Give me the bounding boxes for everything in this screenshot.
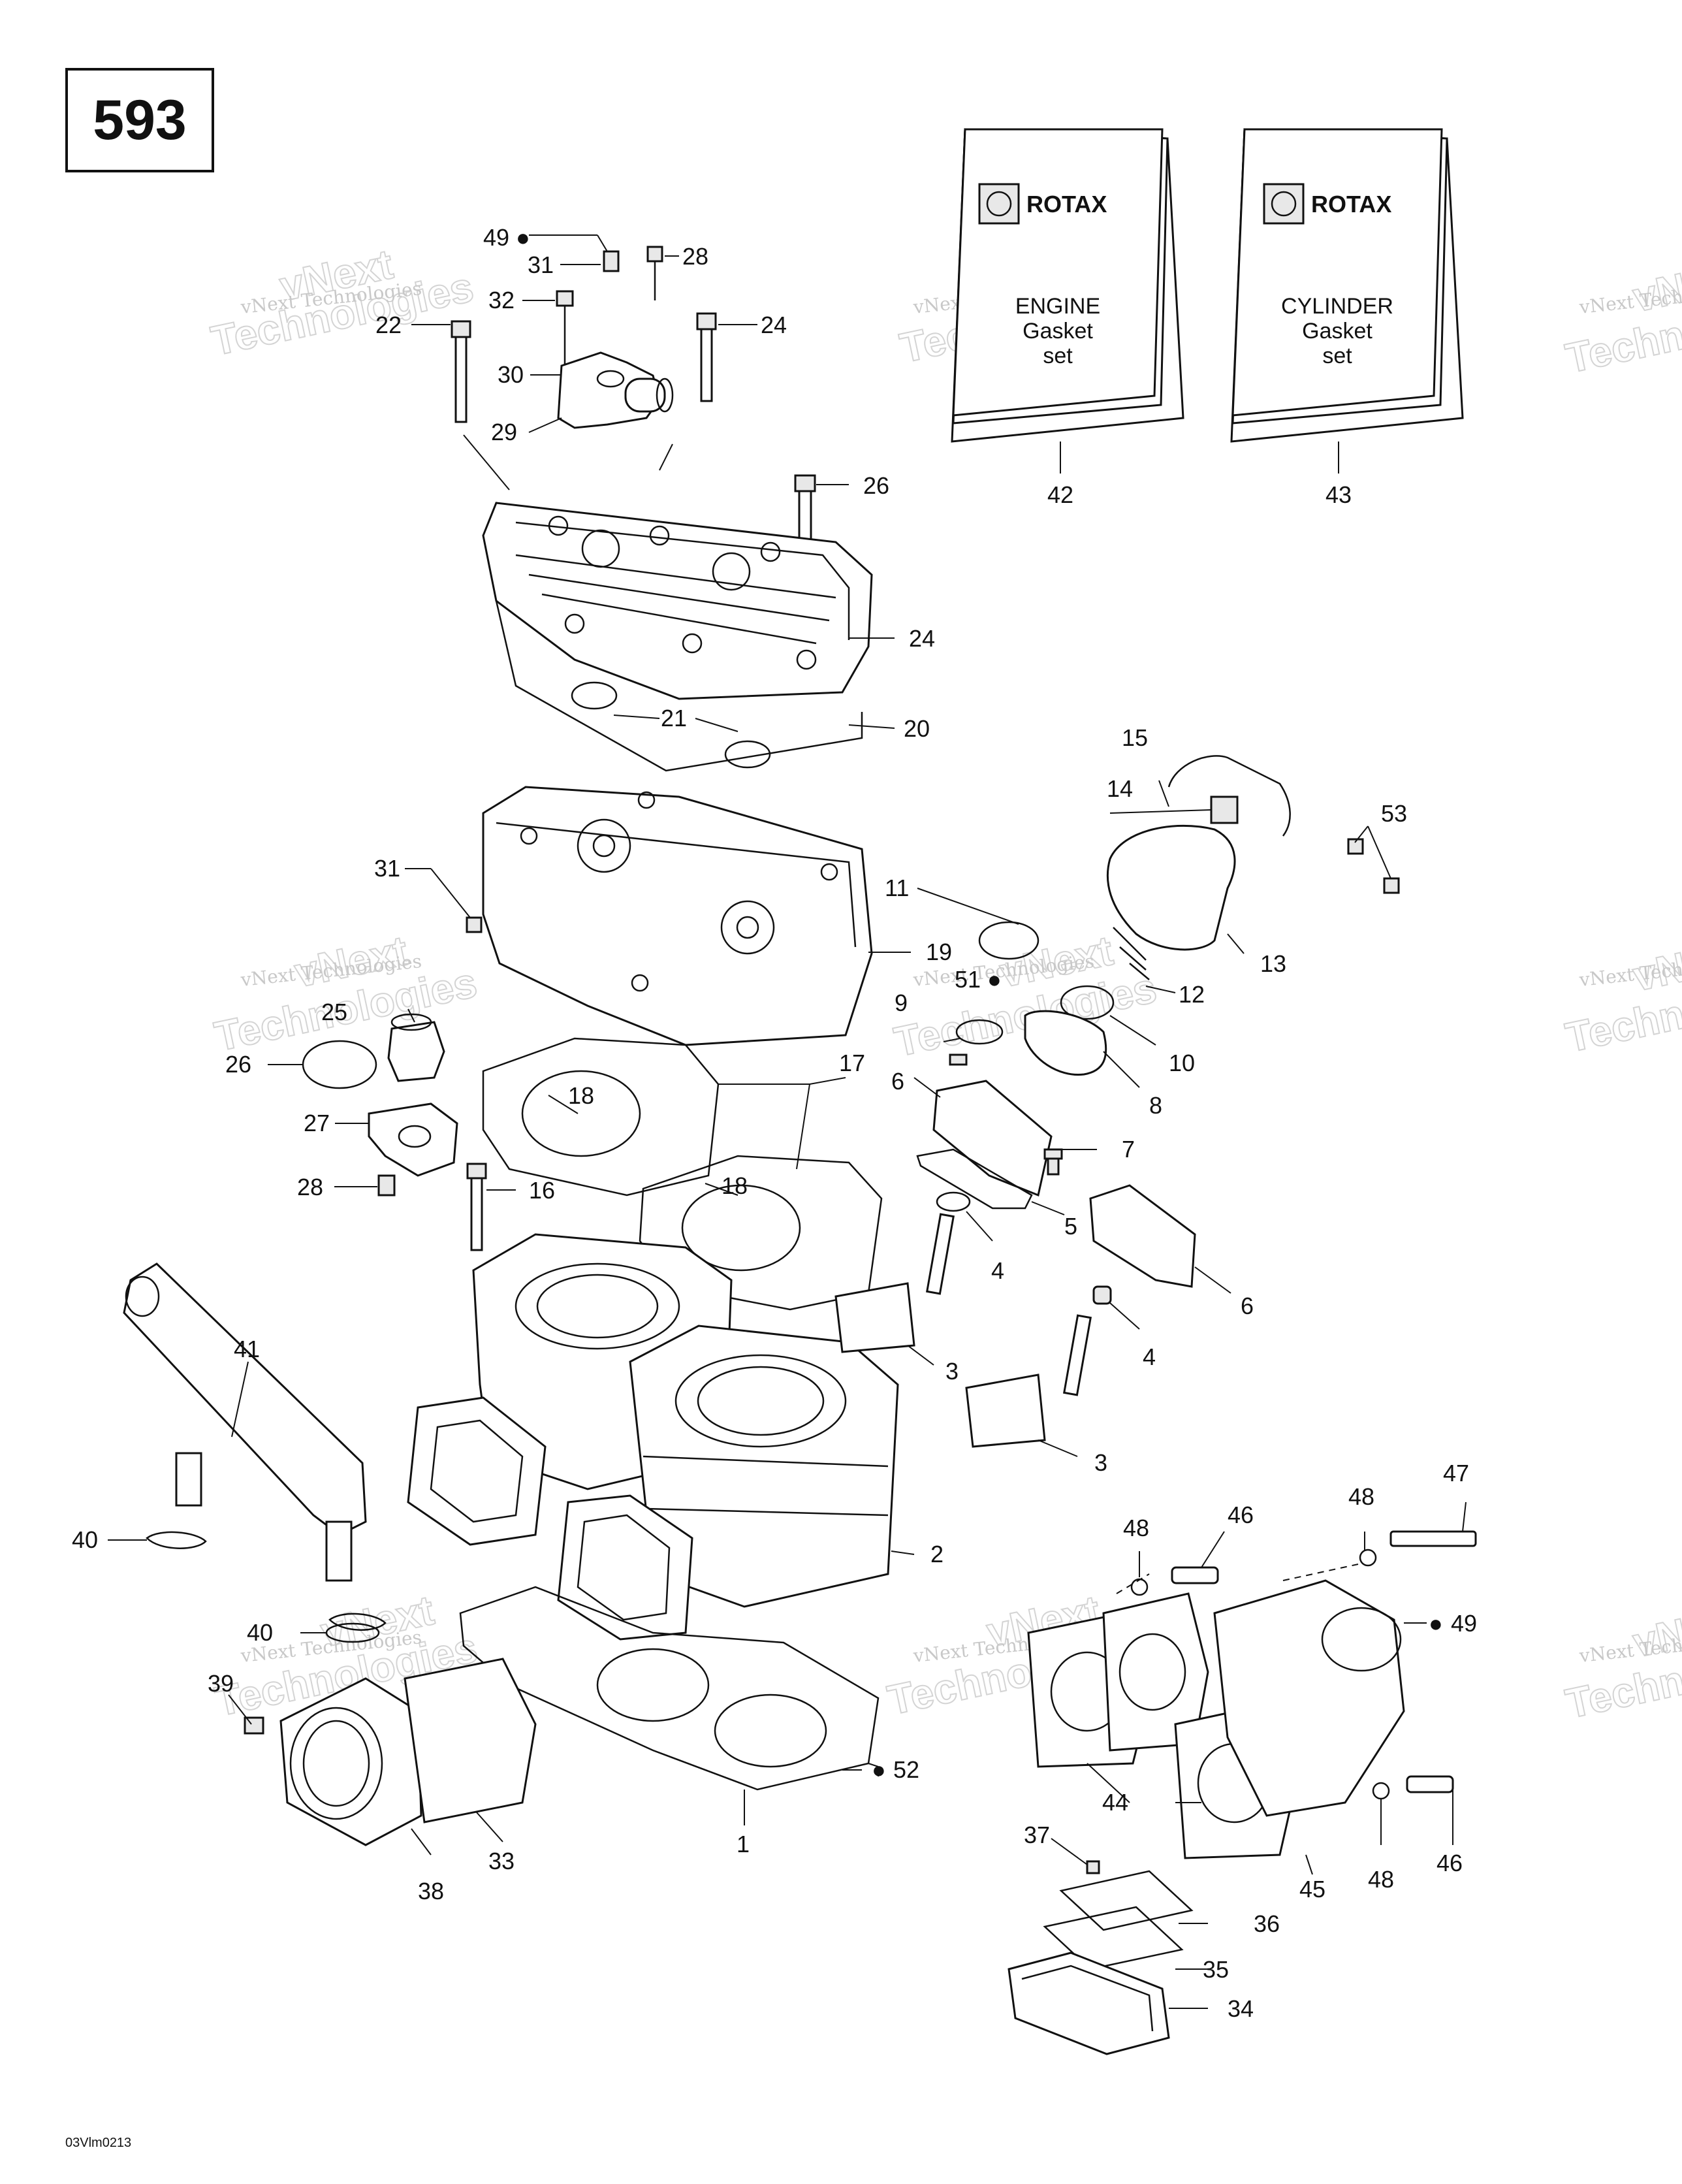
kit-subtitle: set	[1043, 344, 1073, 368]
callout-44: 44	[1102, 1789, 1128, 1816]
rotax-logo: ROTAX	[1026, 191, 1107, 217]
callout-8: 8	[1149, 1092, 1162, 1119]
callout-24: 24	[761, 312, 787, 338]
thermostat-assembly	[302, 1013, 458, 1196]
callout-45: 45	[1299, 1876, 1325, 1903]
reed-valve-stack	[1008, 1860, 1194, 2055]
callout-label: 42	[1047, 481, 1073, 508]
callout-4: 4	[1143, 1343, 1156, 1370]
callout-52: 52	[893, 1756, 919, 1783]
callout-46: 46	[1436, 1850, 1463, 1876]
callout-27: 27	[304, 1110, 330, 1136]
callout-11: 11	[885, 875, 909, 901]
callout-29: 29	[491, 419, 517, 445]
callout-33: 33	[488, 1848, 515, 1874]
callout-19: 19	[926, 939, 952, 965]
callout-49: 49	[1451, 1610, 1477, 1637]
cylinder-head	[466, 786, 873, 1046]
callout-18: 18	[722, 1172, 748, 1199]
callout-25: 25	[321, 999, 347, 1025]
callout-28: 28	[297, 1174, 323, 1200]
callout-37: 37	[1024, 1822, 1050, 1848]
drop-icon: ●	[872, 1756, 886, 1783]
callout-46: 46	[1228, 1502, 1254, 1528]
callout-9: 9	[895, 989, 908, 1016]
callout-2: 2	[930, 1541, 944, 1567]
callout-28: 28	[682, 243, 708, 270]
callout-20: 20	[904, 715, 930, 742]
exhaust-valves	[834, 1213, 1092, 1448]
callout-35: 35	[1203, 1956, 1229, 1983]
callout-53: 53	[1381, 800, 1407, 827]
callout-numbers: 49 ● 31 28 32 22 24 30 29 26 24 21 20 31…	[72, 224, 1477, 2022]
callout-48: 48	[1123, 1515, 1149, 1541]
callout-49: 49	[483, 224, 509, 251]
kit-subtitle: Gasket	[1302, 319, 1373, 344]
callout-3: 3	[1094, 1449, 1107, 1476]
page-number-box: 593	[65, 68, 214, 172]
callout-1: 1	[737, 1831, 750, 1857]
callout-17: 17	[839, 1050, 865, 1076]
callout-18: 18	[568, 1082, 594, 1109]
callout-15: 15	[1122, 724, 1148, 751]
drop-icon: ●	[1429, 1610, 1443, 1637]
callout-31: 31	[528, 251, 554, 278]
callout-label: 43	[1325, 481, 1352, 508]
callout-24: 24	[909, 625, 935, 652]
callout-21: 21	[661, 705, 687, 731]
figure-code: 03Vlm0213	[65, 2136, 132, 2150]
kit-title: ENGINE	[1015, 294, 1100, 319]
callout-3: 3	[945, 1358, 959, 1385]
callout-32: 32	[488, 287, 515, 313]
drop-icon: ●	[987, 966, 1002, 993]
drop-icon: ●	[516, 224, 530, 251]
reed-cage-openings	[407, 1396, 693, 1641]
callout-5: 5	[1064, 1213, 1077, 1240]
callout-48: 48	[1348, 1483, 1374, 1510]
intake-manifold-right	[1027, 1530, 1477, 1859]
callout-30: 30	[498, 361, 524, 388]
cylinder-block	[472, 1233, 899, 1608]
callout-48: 48	[1368, 1866, 1394, 1893]
head-bolts-and-outlet	[451, 246, 816, 563]
callout-22: 22	[375, 312, 402, 338]
callout-13: 13	[1260, 950, 1286, 977]
intake-manifold-left	[244, 1622, 537, 1846]
leader-lines	[108, 234, 1467, 2009]
water-manifold	[123, 1262, 387, 1631]
callout-39: 39	[208, 1670, 234, 1697]
callout-34: 34	[1228, 1995, 1254, 2022]
callout-36: 36	[1254, 1910, 1280, 1937]
callout-38: 38	[418, 1878, 444, 1904]
cylinder-bolt	[466, 1163, 487, 1251]
exhaust-valve-assembly	[916, 755, 1400, 1305]
kit-title: CYLINDER	[1281, 294, 1393, 319]
callout-26: 26	[225, 1051, 251, 1078]
head-gaskets	[495, 600, 863, 772]
cylinder-head-cover	[482, 502, 873, 700]
callout-10: 10	[1169, 1050, 1195, 1076]
kit-subtitle: Gasket	[1023, 319, 1093, 344]
callout-14: 14	[1107, 775, 1133, 802]
callout-7: 7	[1122, 1136, 1135, 1163]
callout-31: 31	[374, 855, 400, 882]
cylinder-gasket-kit: ROTAX CYLINDER Gasket set 43	[1230, 128, 1464, 508]
kit-subtitle: set	[1322, 344, 1352, 368]
callout-4: 4	[991, 1257, 1004, 1284]
rotax-logo: ROTAX	[1311, 191, 1391, 217]
callout-51: 51	[955, 966, 981, 993]
callout-12: 12	[1179, 981, 1205, 1008]
callout-40: 40	[247, 1619, 273, 1646]
callout-40: 40	[72, 1526, 98, 1553]
callout-6: 6	[891, 1068, 904, 1095]
callout-41: 41	[234, 1336, 260, 1362]
callout-6: 6	[1241, 1293, 1254, 1319]
callout-26: 26	[863, 472, 889, 499]
callout-47: 47	[1443, 1460, 1469, 1486]
callout-16: 16	[529, 1177, 555, 1204]
engine-gasket-kit: ROTAX ENGINE Gasket set 42	[951, 128, 1184, 508]
